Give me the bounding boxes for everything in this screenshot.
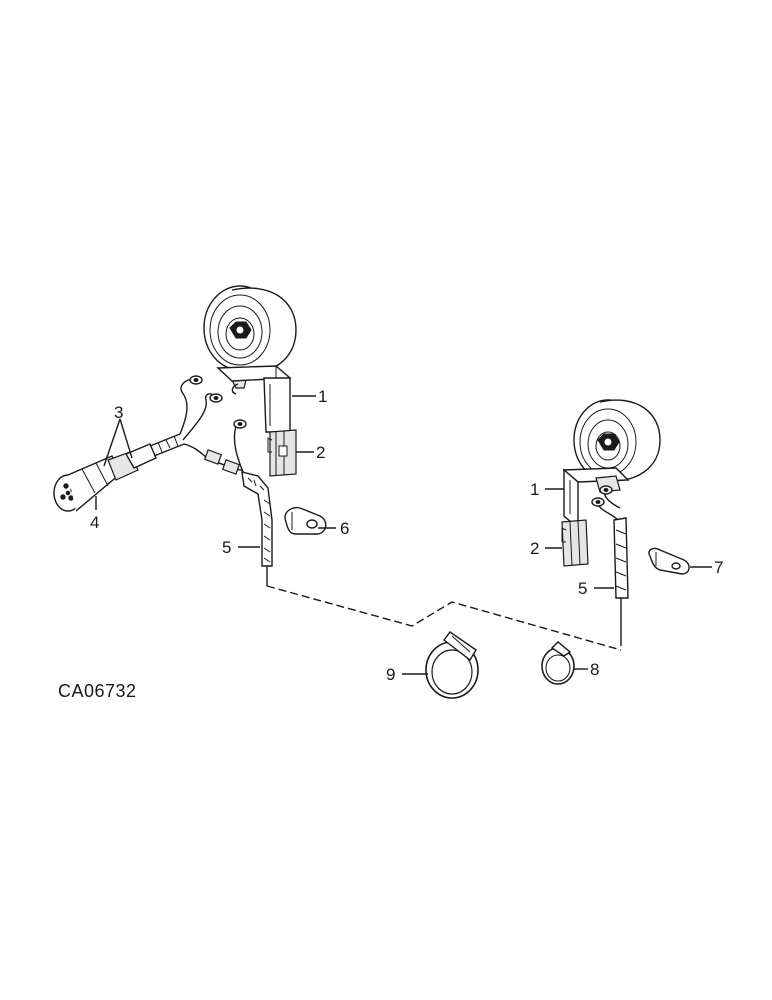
callout-6: 6 (340, 519, 349, 538)
plug-connector (53, 443, 157, 512)
right-wire-sleeve (613, 517, 629, 646)
callout-9: 9 (386, 665, 395, 684)
callout-3: 3 (114, 403, 123, 422)
callout-4: 4 (90, 513, 99, 532)
callout-2-right: 2 (530, 539, 539, 558)
small-strap (541, 641, 575, 685)
right-terminal (648, 547, 690, 575)
right-harness (591, 485, 621, 521)
figure-code: CA06732 (58, 681, 137, 701)
left-horn-clip (267, 429, 297, 477)
callout-5-left: 5 (222, 538, 231, 557)
leader-lines (95, 395, 712, 675)
callout-1-right: 1 (530, 480, 539, 499)
harness-wires (149, 375, 247, 475)
left-horn (203, 285, 297, 389)
callout-8: 8 (590, 660, 599, 679)
callout-1-left: 1 (318, 387, 327, 406)
callout-7: 7 (714, 558, 723, 577)
right-horn (573, 399, 661, 482)
large-strap (425, 631, 479, 699)
right-horn-clip (561, 519, 589, 567)
callout-2-left: 2 (316, 443, 325, 462)
callout-5-right: 5 (578, 579, 587, 598)
left-horn-bracket (216, 365, 292, 433)
left-wire-sleeve (241, 471, 273, 586)
left-clamp (284, 506, 327, 535)
routing-line (266, 585, 622, 651)
